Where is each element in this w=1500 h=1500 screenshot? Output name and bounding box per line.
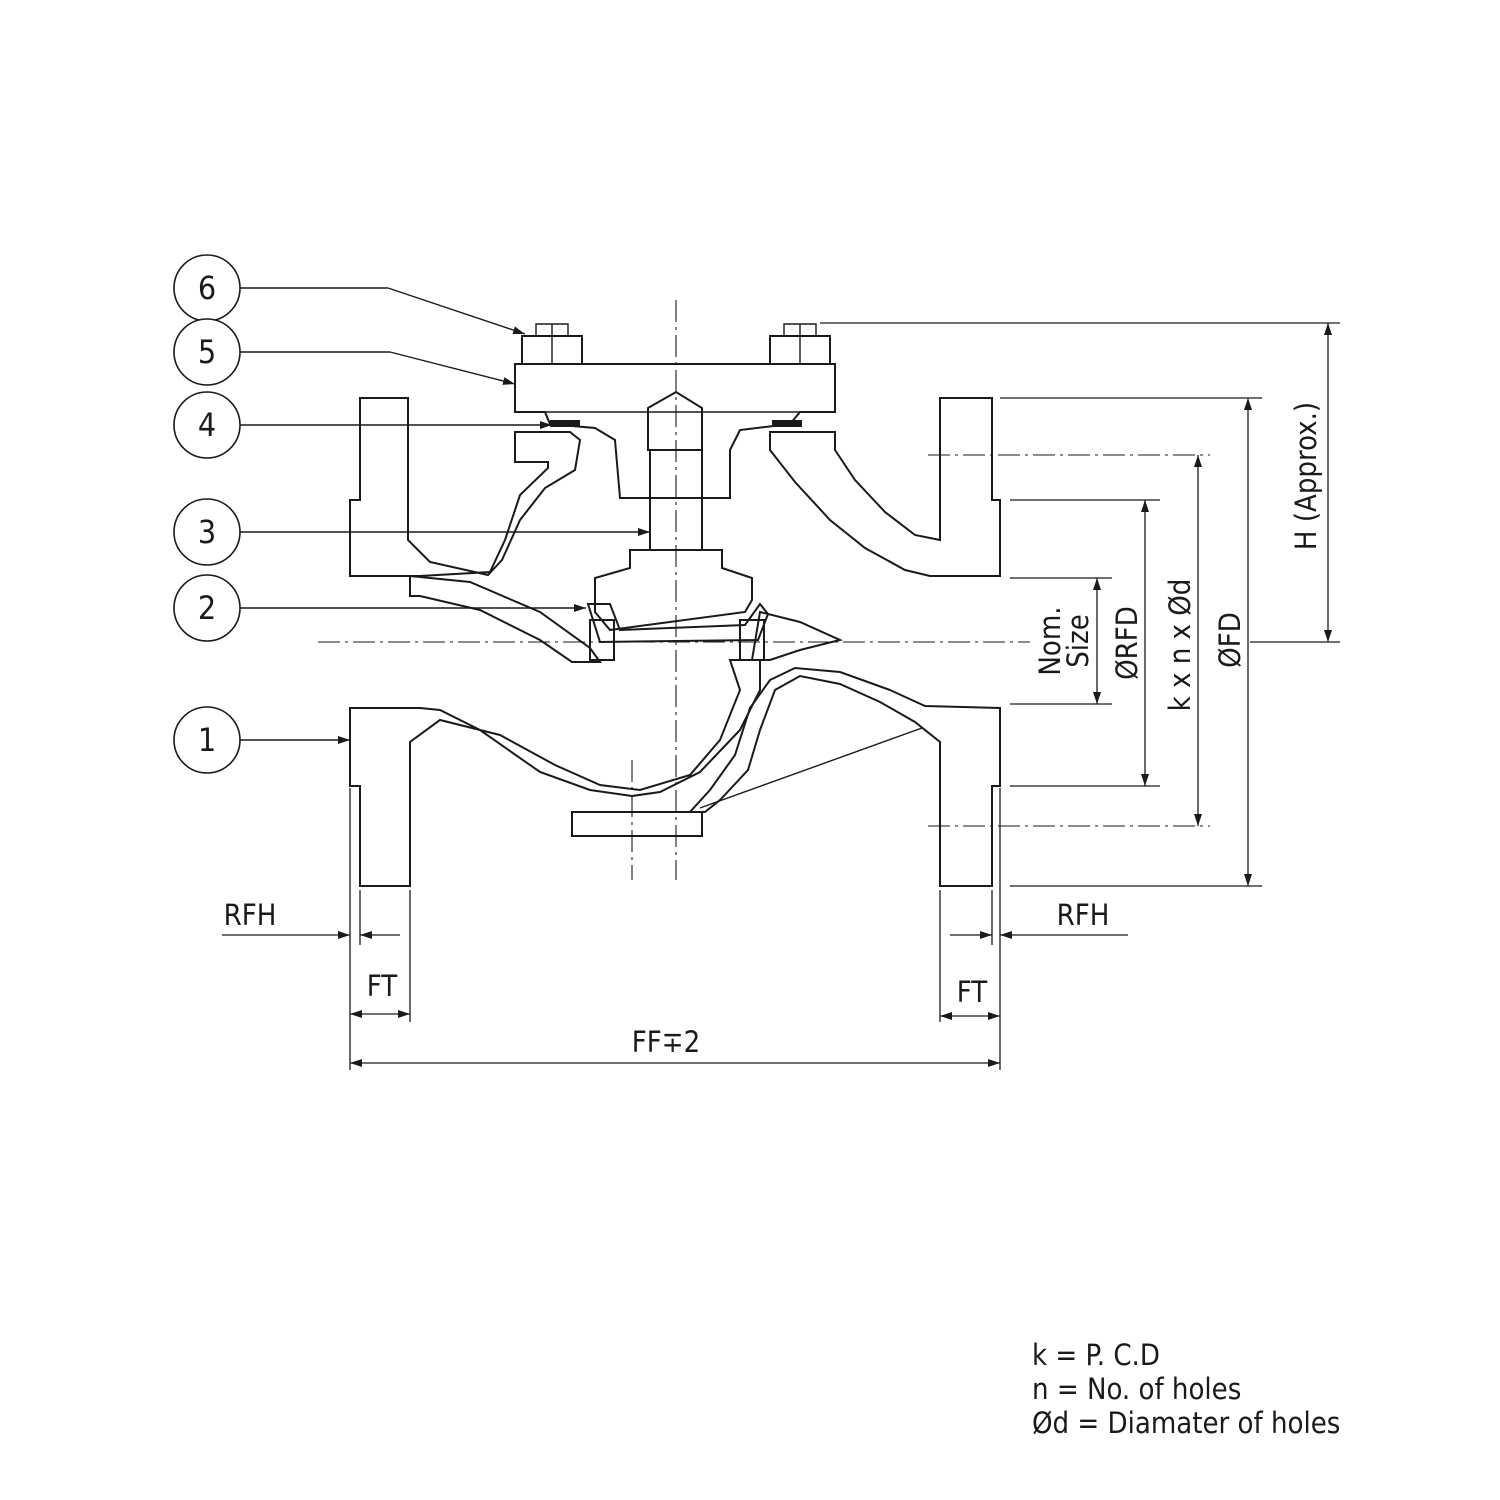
callout-3-label: 3 bbox=[198, 513, 216, 551]
right-lower-flange bbox=[687, 666, 1001, 887]
seat-web bbox=[409, 574, 602, 663]
callout-1: 1 bbox=[173, 706, 350, 774]
legend-item-d: Ød = Diamater of holes bbox=[1032, 1406, 1341, 1440]
callout-5-label: 5 bbox=[198, 333, 216, 371]
callout-6-label: 6 bbox=[198, 269, 216, 307]
callout-6: 6 bbox=[173, 254, 526, 335]
disc bbox=[586, 549, 770, 661]
ff-label: FF∓2 bbox=[632, 1025, 700, 1059]
callout-5: 5 bbox=[173, 318, 516, 386]
ft-left-label: FT bbox=[367, 969, 399, 1003]
rfh-right-label: RFH bbox=[1057, 898, 1110, 932]
valve-body bbox=[349, 397, 1001, 887]
stem bbox=[647, 390, 703, 551]
callout-2: 2 bbox=[173, 574, 586, 642]
bottom-dimensions: RFH RFH FT FT FF∓2 bbox=[222, 788, 1128, 1070]
bonnet bbox=[514, 363, 836, 499]
fd-label: ØFD bbox=[1213, 612, 1247, 668]
kxnxd-label: k x n x Ød bbox=[1163, 579, 1197, 712]
callout-4: 4 bbox=[173, 391, 552, 459]
callout-2-label: 2 bbox=[198, 589, 216, 627]
gasket bbox=[550, 420, 802, 427]
h-label: H (Approx.) bbox=[1289, 402, 1323, 550]
callout-4-label: 4 bbox=[198, 406, 216, 444]
bottom-boss bbox=[571, 811, 703, 837]
ft-right-label: FT bbox=[957, 975, 989, 1009]
right-flange bbox=[769, 397, 1001, 577]
bolts bbox=[521, 323, 831, 365]
legend-item-n: n = No. of holes bbox=[1032, 1372, 1242, 1406]
rfd-label: ØRFD bbox=[1110, 606, 1144, 680]
left-lower-flange bbox=[349, 659, 761, 887]
legend-item-k: k = P. C.D bbox=[1032, 1338, 1160, 1372]
left-flange bbox=[349, 397, 582, 577]
callout-3: 3 bbox=[173, 498, 650, 566]
rfh-left-label: RFH bbox=[224, 898, 277, 932]
callout-1-label: 1 bbox=[198, 721, 216, 759]
legend: k = P. C.D n = No. of holes Ød = Diamate… bbox=[1032, 1338, 1340, 1440]
nom-size-label-1: Nom. bbox=[1033, 606, 1067, 675]
right-dimensions: Nom. Size ØRFD k x n x Ød ØFD H (Approx.… bbox=[820, 322, 1340, 887]
nom-size-label-2: Size bbox=[1061, 614, 1095, 668]
